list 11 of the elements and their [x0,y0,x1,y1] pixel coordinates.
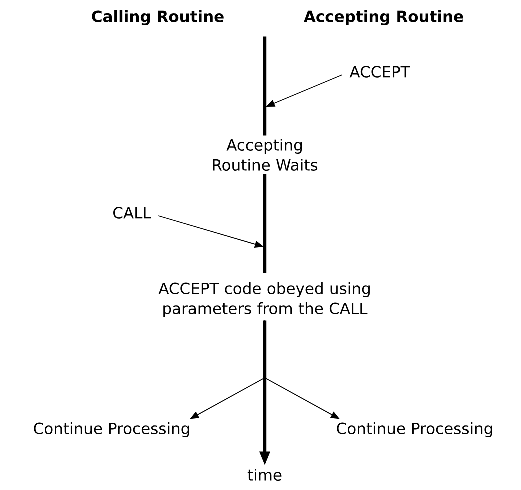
timeline [263,174,267,274]
event-label: CALL [114,207,152,219]
event-label: ACCEPT [350,66,410,78]
state-label: Accepting Routine Waits [213,139,318,171]
state-label: ACCEPT code obeyed using parameters from the CALL [158,282,370,318]
timeline [263,36,267,136]
outcome-label: Continue Processing [34,422,190,438]
time-label: time [248,469,282,481]
column-heading: Accepting Routine [304,10,464,26]
outcome-label: Continue Processing [337,422,492,438]
column-heading: Calling Routine [92,10,224,26]
